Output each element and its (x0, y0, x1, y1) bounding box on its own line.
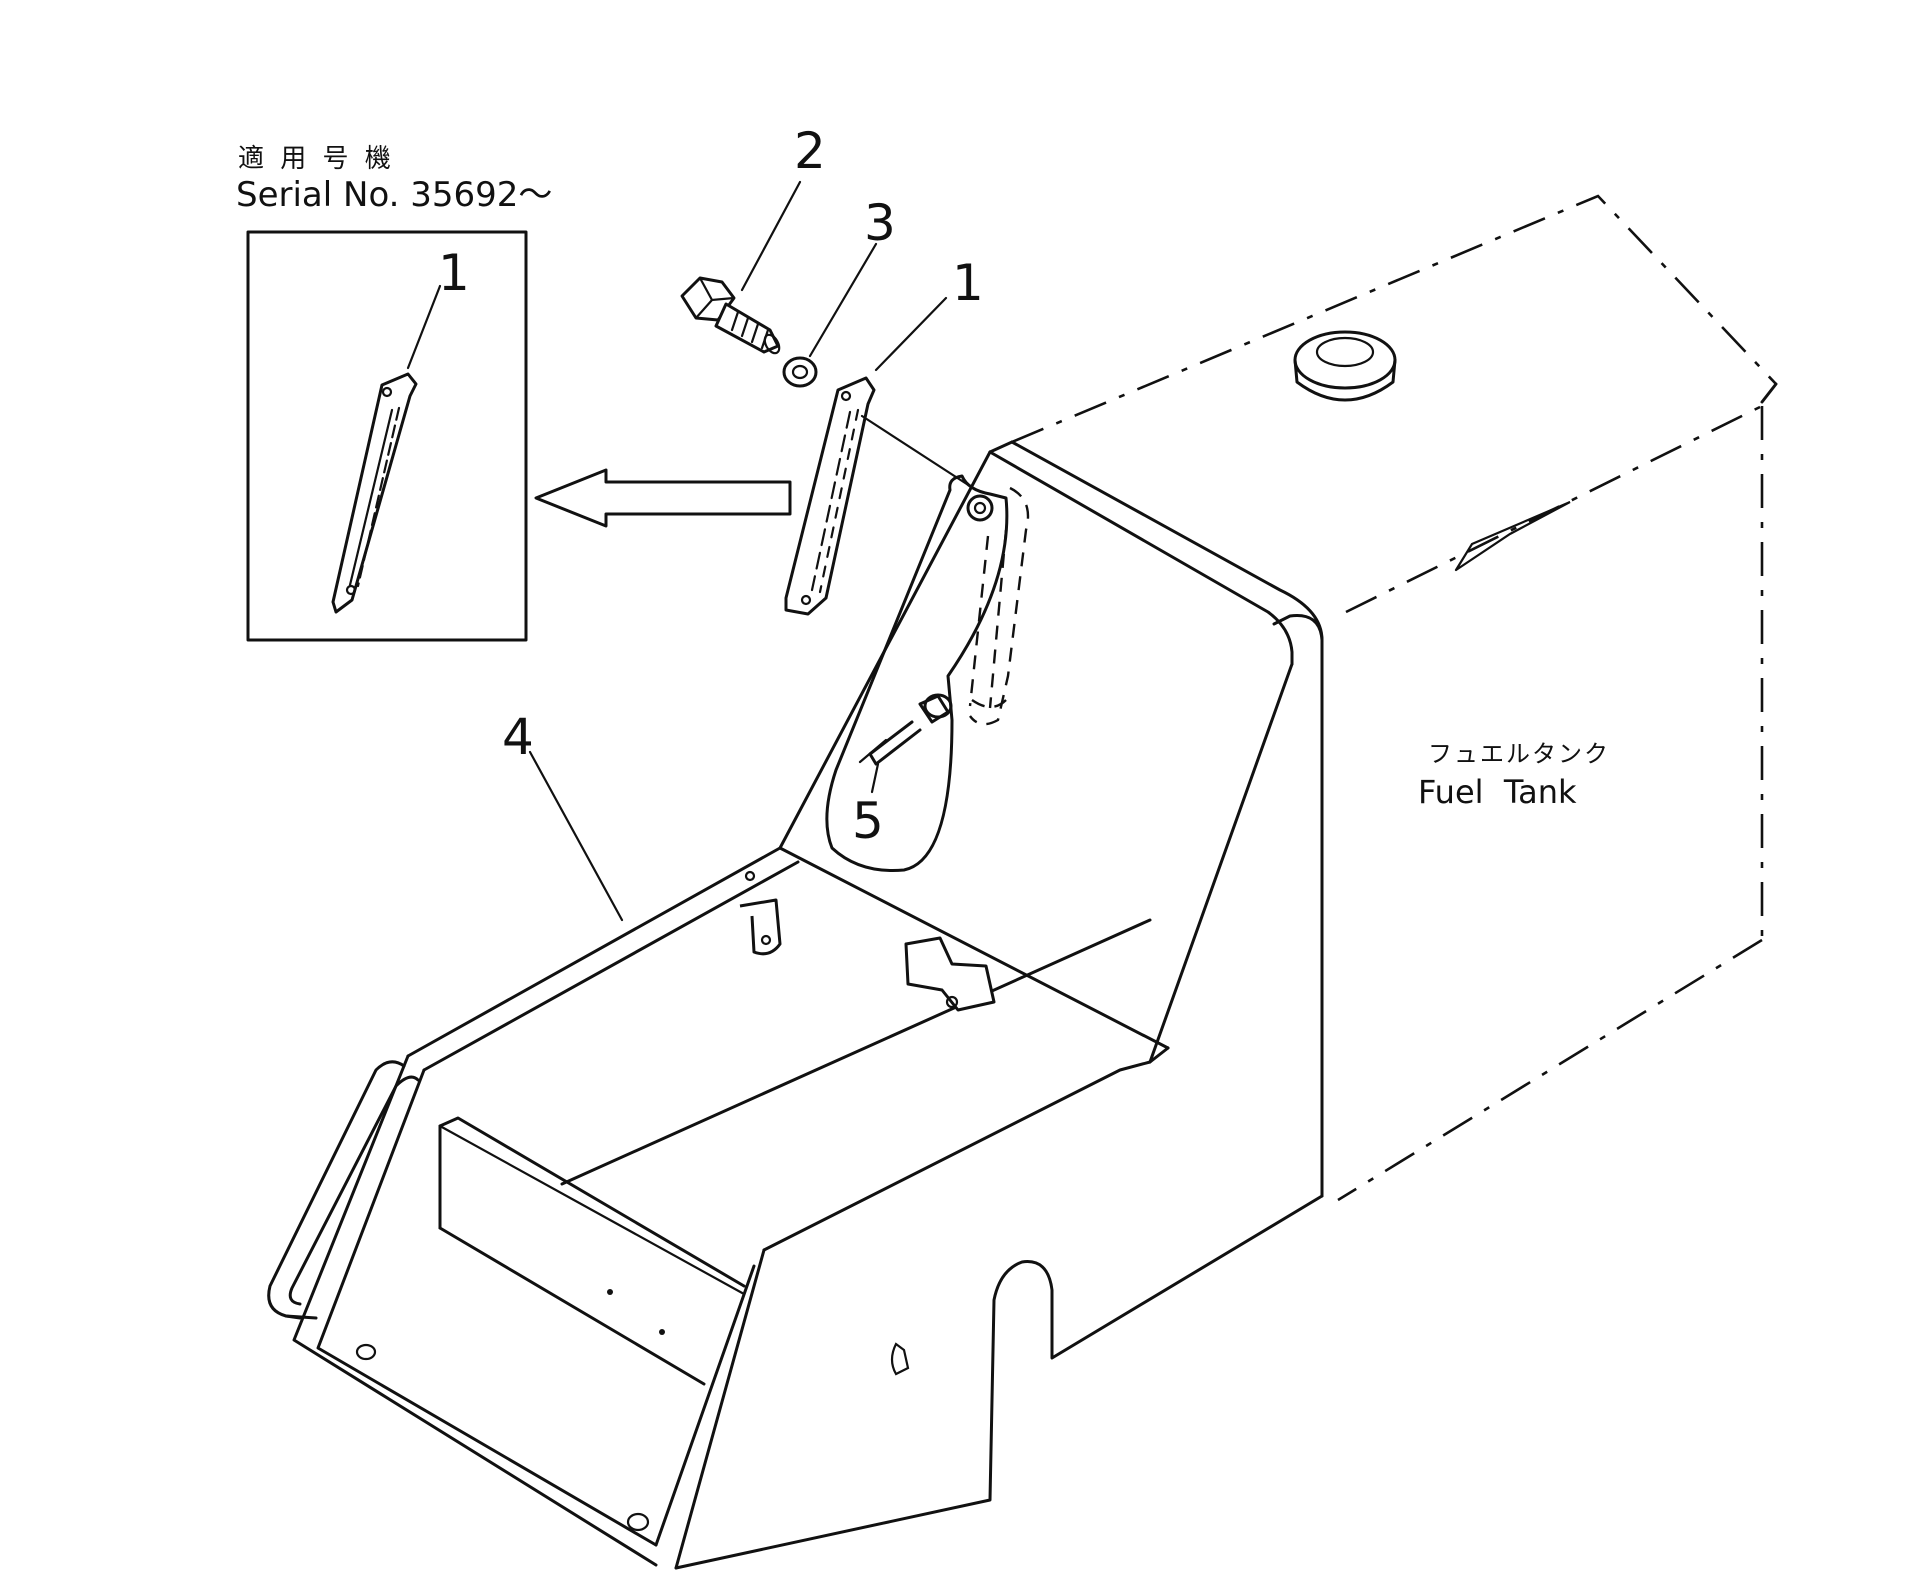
callout-2: 2 (794, 122, 826, 180)
washer-leader (808, 242, 878, 358)
plate-mount-line (860, 414, 978, 492)
fuel-tank-outline (1011, 194, 1778, 1202)
plate (784, 376, 876, 616)
plate-leader-1 (874, 296, 948, 372)
step-box (267, 440, 1324, 1570)
step-leader-4 (528, 750, 624, 922)
inset-frame (246, 230, 528, 642)
bolt-leader (740, 180, 802, 292)
bolt (680, 276, 781, 355)
inset-leader-1 (406, 284, 442, 370)
direction-arrow (534, 468, 792, 528)
grip-handle (825, 474, 1030, 873)
callout-1: 1 (952, 254, 984, 312)
fuel-tank-jp-label: フュエルタンク (1428, 740, 1610, 768)
inset-plate (331, 372, 418, 614)
callout-5: 5 (852, 792, 884, 850)
grip-leader-5 (870, 762, 880, 794)
inset-callout-1: 1 (438, 244, 470, 302)
inset-applicable-label: 適 用 号 機 (238, 144, 395, 174)
callout-4: 4 (502, 708, 534, 766)
callout-3: 3 (864, 194, 896, 252)
washer (782, 356, 818, 388)
fuel-tank-label: Fuel Tank (1418, 773, 1577, 811)
inset-serial-label: Serial No. 35692～ (236, 175, 553, 215)
